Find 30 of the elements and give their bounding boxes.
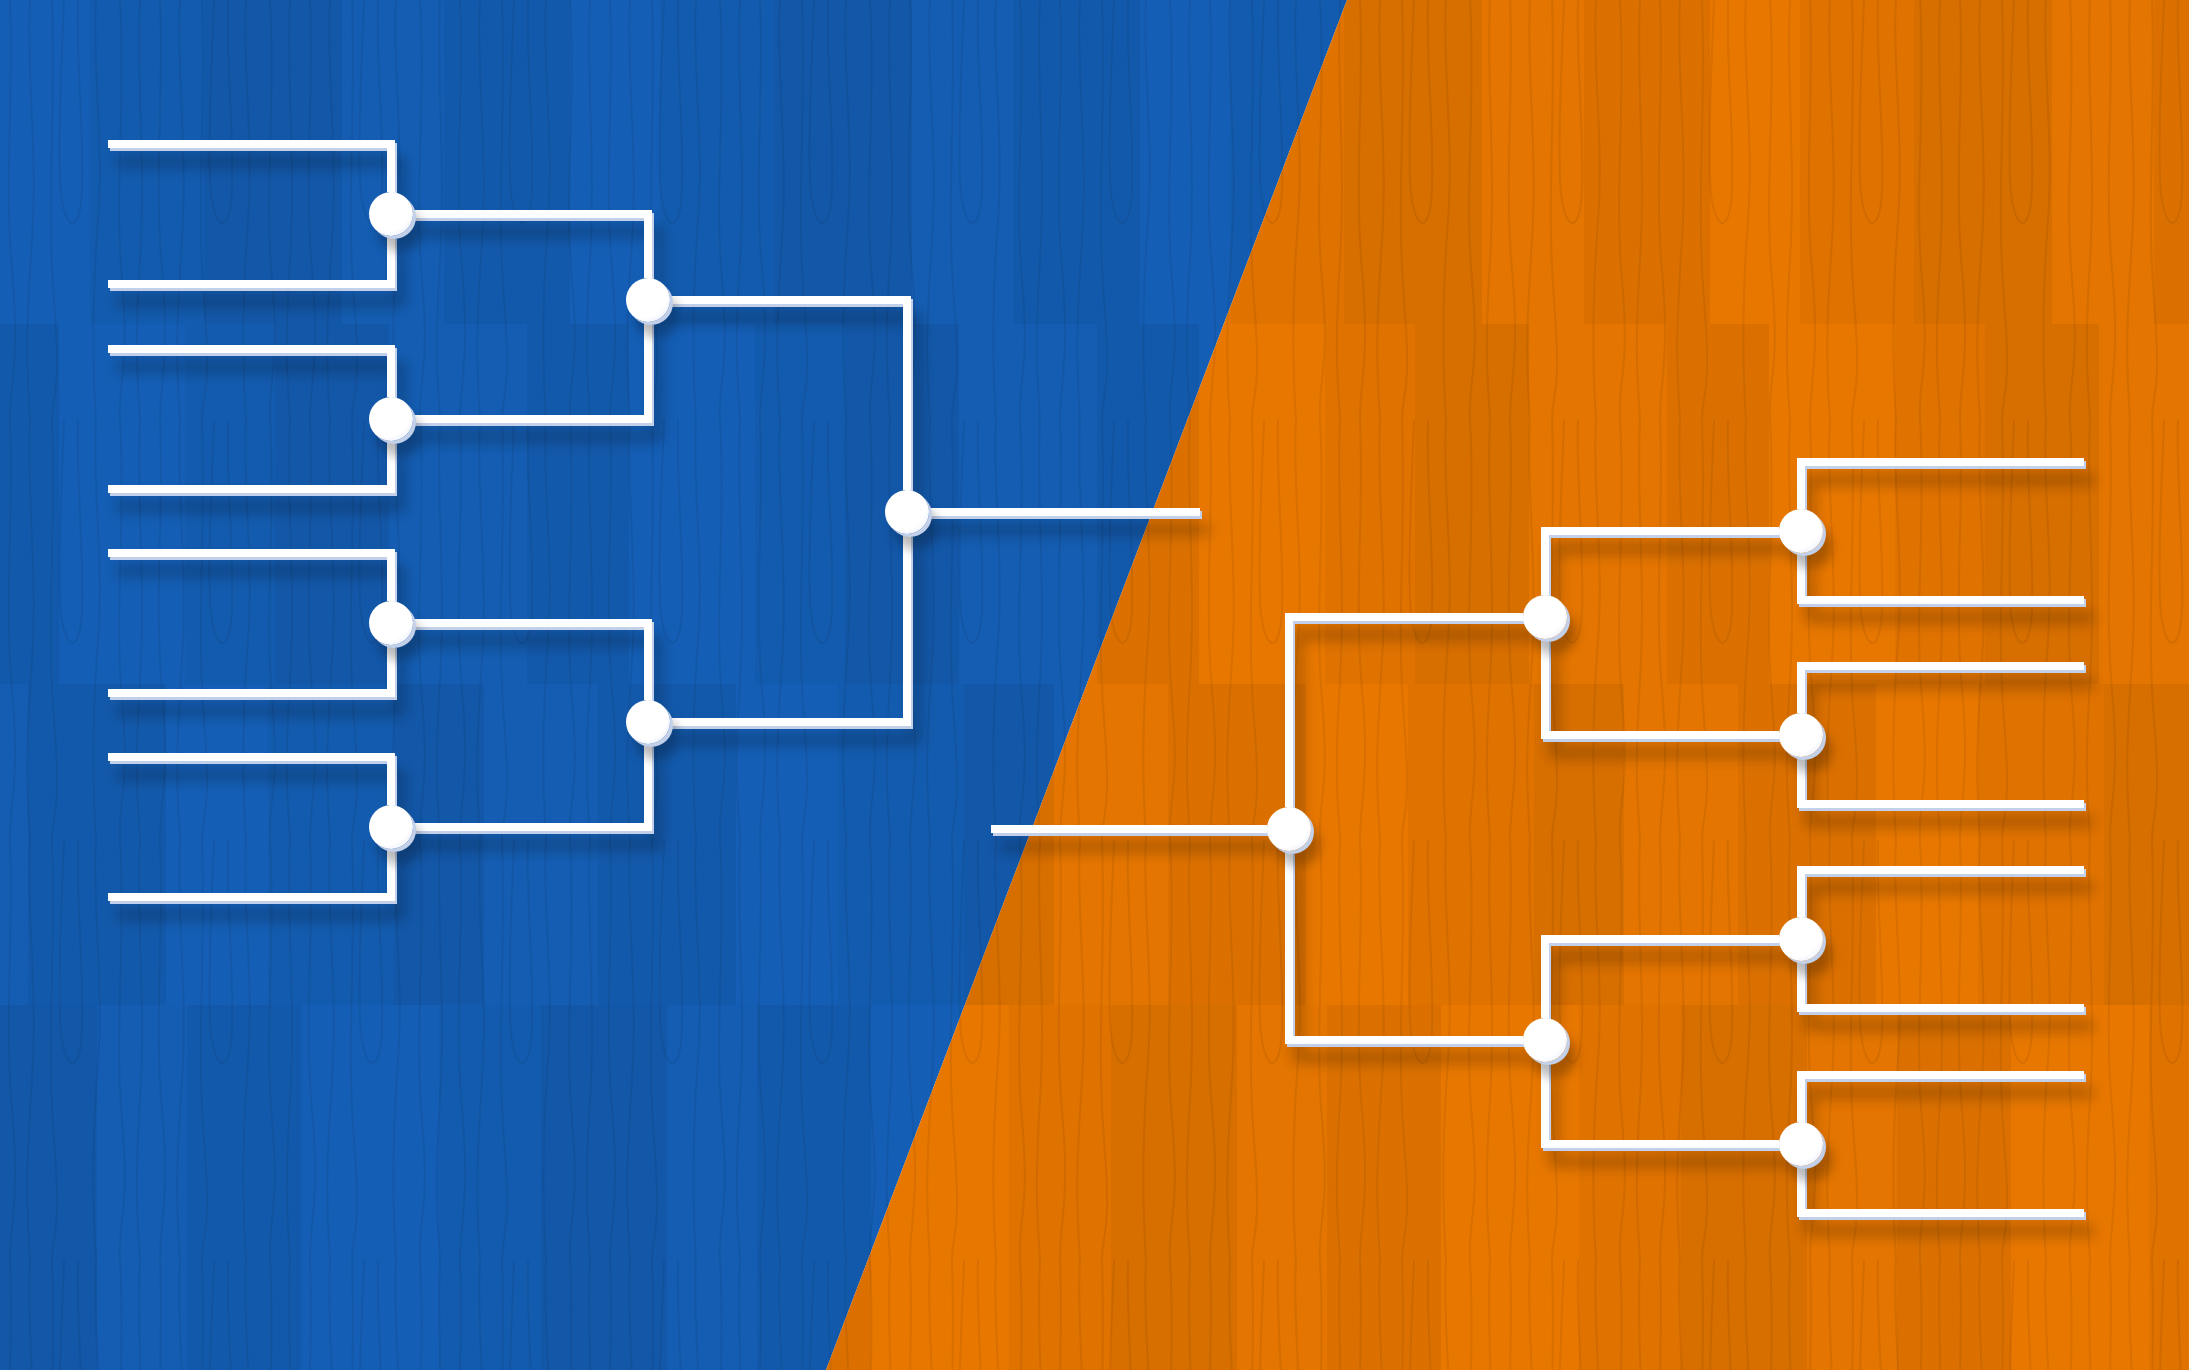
bracket-line [108,236,395,288]
bracket-line [413,322,652,423]
bracket-line [1285,613,1523,807]
bracket-line [108,345,395,397]
bracket-line [413,744,652,831]
bracket-line [1541,639,1779,739]
bracket-line [1797,458,2084,509]
bracket-line [1797,662,2084,713]
bracket-line [108,753,395,805]
bracket-line [1797,1071,2084,1122]
bracket-line [413,619,652,700]
bracket-line [1797,1166,2084,1217]
bracket-line [413,210,652,278]
bracket-line [1541,935,1779,1018]
bracket-line [670,296,911,490]
bracket-line [1797,553,2084,604]
bracket-line [1285,851,1523,1044]
bracket-line [108,849,395,901]
bracket-line [670,534,911,726]
bracket-line [1541,1062,1779,1148]
bracket-line [108,441,395,493]
bracket-line [929,508,1200,516]
bracket-line [1797,961,2084,1012]
bracket-line [108,645,395,697]
bracket-line [108,140,395,192]
bracket-line [1541,527,1779,595]
bracket-line [108,549,395,601]
bracket-line [991,825,1267,833]
bracket-line [1797,866,2084,917]
bracket-line [1797,757,2084,808]
